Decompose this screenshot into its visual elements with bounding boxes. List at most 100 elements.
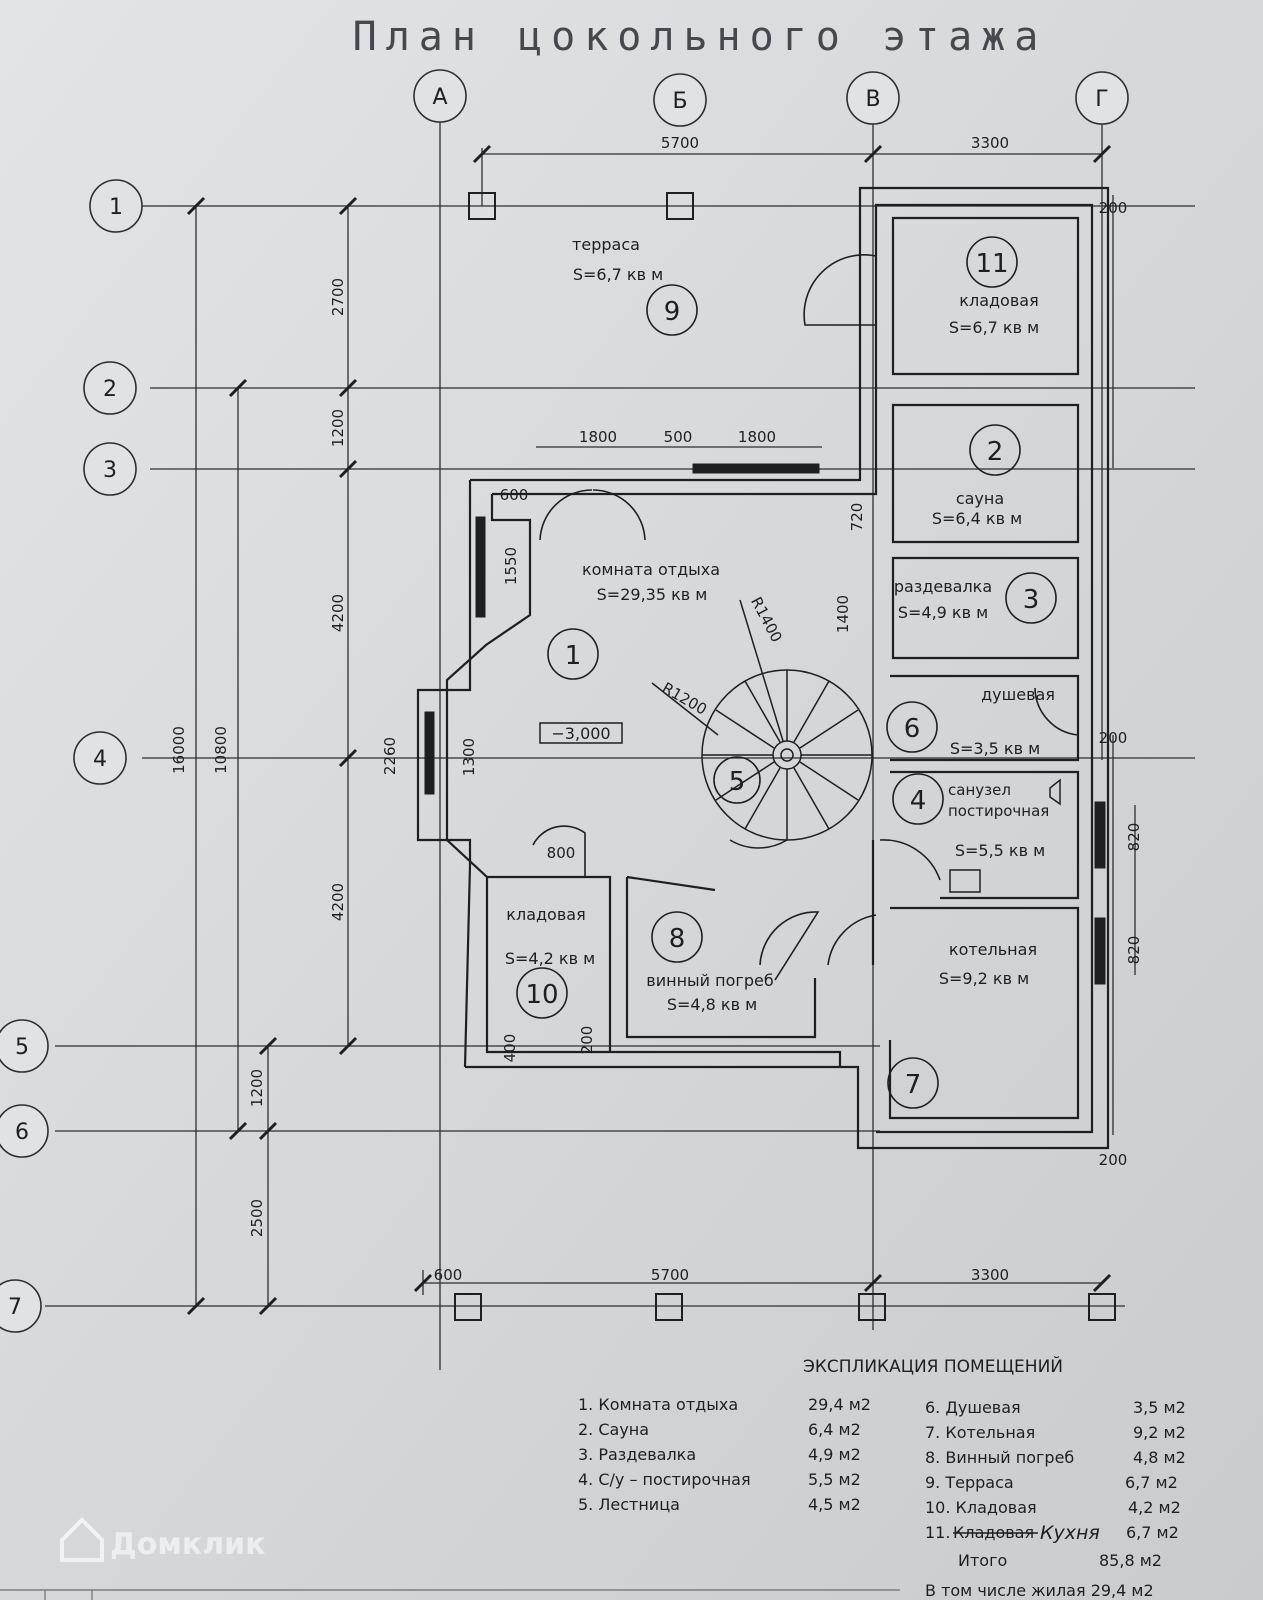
- axis-label-row-4: 4: [93, 747, 107, 772]
- explication-item-label: 3. Раздевалка: [578, 1445, 696, 1464]
- explication-total-value: 85,8 м2: [1099, 1551, 1162, 1570]
- room-name: котельная: [949, 940, 1037, 959]
- level-mark: −3,000: [551, 724, 610, 743]
- room-stairs: 5: [729, 767, 746, 797]
- dim-820-a: 820: [1125, 823, 1143, 852]
- room-storage-10: кладовая S=4,2 кв м 10: [505, 905, 595, 1010]
- dim-bottom-600: 600: [434, 1266, 463, 1284]
- explication-item-value: 4,9 м2: [808, 1445, 861, 1464]
- explication-item-label: 10. Кладовая: [925, 1498, 1037, 1517]
- explication-item-label: 7. Котельная: [925, 1423, 1035, 1442]
- explication-item-label: 5. Лестница: [578, 1495, 680, 1514]
- dim-outer-10800: 10800: [212, 726, 230, 774]
- room-area: S=3,5 кв м: [950, 739, 1040, 758]
- dim-720: 720: [848, 503, 866, 532]
- dim-bottom-3300: 3300: [971, 1266, 1009, 1284]
- explication-item-value: 6,4 м2: [808, 1420, 861, 1439]
- explication-item-value: 6,7 м2: [1126, 1523, 1179, 1542]
- explication-item-value: 6,7 м2: [1125, 1473, 1178, 1492]
- room-area: S=5,5 кв м: [955, 841, 1045, 860]
- dim-outer-1200: 1200: [248, 1069, 266, 1107]
- dim-left-4200-b: 4200: [329, 883, 347, 921]
- axis-bubble-col-b: [653, 73, 707, 127]
- explication-table: ЭКСПЛИКАЦИЯ ПОМЕЩЕНИЙ 1. Комната отдыха …: [578, 1355, 1186, 1600]
- room-name: кладовая: [959, 291, 1038, 310]
- axis-bubbles: [0, 69, 1129, 1333]
- axis-label-col-g: Г: [1095, 87, 1108, 112]
- explication-item-value: 4,8 м2: [1133, 1448, 1186, 1467]
- explication-item-label: 8. Винный погреб: [925, 1448, 1074, 1467]
- room-area: S=6,7 кв м: [949, 318, 1039, 337]
- dim-left-4200-a: 4200: [329, 594, 347, 632]
- room-number: 3: [1023, 585, 1040, 615]
- dim-outer-2500: 2500: [248, 1199, 266, 1237]
- explication-living-area: В том числе жилая 29,4 м2: [925, 1581, 1154, 1600]
- axis-labels: А Б В Г 1 2 3 4 5 6 7: [8, 85, 1109, 1320]
- explication-item-value: 29,4 м2: [808, 1395, 871, 1414]
- room-number: 4: [910, 786, 927, 816]
- axis-bubble-row-6: [0, 1104, 49, 1158]
- dim-600: 600: [500, 486, 529, 504]
- explication-total-label: Итого: [958, 1551, 1007, 1570]
- room-number: 5: [729, 767, 746, 797]
- axis-label-col-a: А: [432, 85, 447, 110]
- explication-item-value: 4,5 м2: [808, 1495, 861, 1514]
- axis-label-row-5: 5: [15, 1035, 29, 1060]
- spiral-staircase: [651, 599, 873, 849]
- dim-outer-16000: 16000: [170, 726, 188, 774]
- room-number: 6: [904, 714, 921, 744]
- dim-200-c: 200: [1099, 729, 1128, 747]
- dim-left-2700: 2700: [329, 278, 347, 316]
- room-name: комната отдыха: [582, 560, 720, 579]
- explication-right-column: 6. Душевая 3,5 м2 7. Котельная 9,2 м2 8.…: [925, 1398, 1186, 1600]
- room-lounge: комната отдыха S=29,35 кв м 1: [565, 560, 720, 671]
- dim-200-a: 200: [578, 1026, 596, 1055]
- axis-label-row-6: 6: [15, 1120, 29, 1145]
- dim-window-1800-b: 1800: [738, 428, 776, 446]
- explication-item-label: 1. Комната отдыха: [578, 1395, 738, 1414]
- dimension-ticks: [186, 144, 1112, 1316]
- room-shower: душевая S=3,5 кв м 6: [904, 685, 1055, 758]
- room-bathroom-laundry: 4 санузел постирочная S=5,5 кв м: [910, 781, 1050, 860]
- explication-item-value: 4,2 м2: [1128, 1498, 1181, 1517]
- dim-2260: 2260: [381, 737, 399, 775]
- room-area: S=6,7 кв м: [573, 265, 663, 284]
- explication-item-label: 6. Душевая: [925, 1398, 1021, 1417]
- room-name: терраса: [572, 235, 640, 254]
- axis-bubble-row-3: [83, 442, 137, 496]
- room-area: S=4,8 кв м: [667, 995, 757, 1014]
- axis-bubble-col-g: [1075, 71, 1129, 125]
- explication-item-value: 9,2 м2: [1133, 1423, 1186, 1442]
- watermark-text: Домклик: [110, 1527, 266, 1562]
- dim-200-b: 200: [1099, 199, 1128, 217]
- dim-1550: 1550: [502, 547, 520, 585]
- explication-item-value: 5,5 м2: [808, 1470, 861, 1489]
- room-number: 1: [565, 641, 582, 671]
- bottom-edge-strip: [0, 1589, 900, 1600]
- explication-item-11: 11. Кладовая Кухня 6,7 м2: [925, 1522, 1179, 1544]
- dim-820-b: 820: [1125, 936, 1143, 965]
- room-name: винный погреб: [646, 971, 773, 990]
- room-name: санузел постирочная: [948, 781, 1050, 820]
- room-number: 11: [975, 249, 1008, 279]
- room-boiler: котельная S=9,2 кв м 7: [905, 940, 1037, 1100]
- room-number: 9: [664, 297, 681, 327]
- dim-1400: 1400: [834, 595, 852, 633]
- structural-columns: [454, 192, 1116, 1321]
- explication-item-label: 2. Сауна: [578, 1420, 649, 1439]
- room-number: 8: [669, 924, 686, 954]
- room-number-circles: [516, 236, 1057, 1109]
- axis-bubble-row-7: [0, 1279, 42, 1333]
- dim-window-1800-a: 1800: [579, 428, 617, 446]
- plan-title: План цокольного этажа: [353, 14, 1048, 60]
- grid-lines: [45, 122, 1195, 1370]
- room-name: кладовая: [506, 905, 585, 924]
- axis-label-row-7: 7: [8, 1295, 22, 1320]
- dim-200-d: 200: [1099, 1151, 1128, 1169]
- axis-bubble-row-1: [89, 179, 143, 233]
- room-sauna: 2 сауна S=6,4 кв м: [932, 437, 1022, 528]
- explication-left-column: 1. Комната отдыха 29,4 м2 2. Сауна 6,4 м…: [578, 1395, 871, 1514]
- room-area: S=4,2 кв м: [505, 949, 595, 968]
- axis-label-col-b: Б: [672, 89, 687, 114]
